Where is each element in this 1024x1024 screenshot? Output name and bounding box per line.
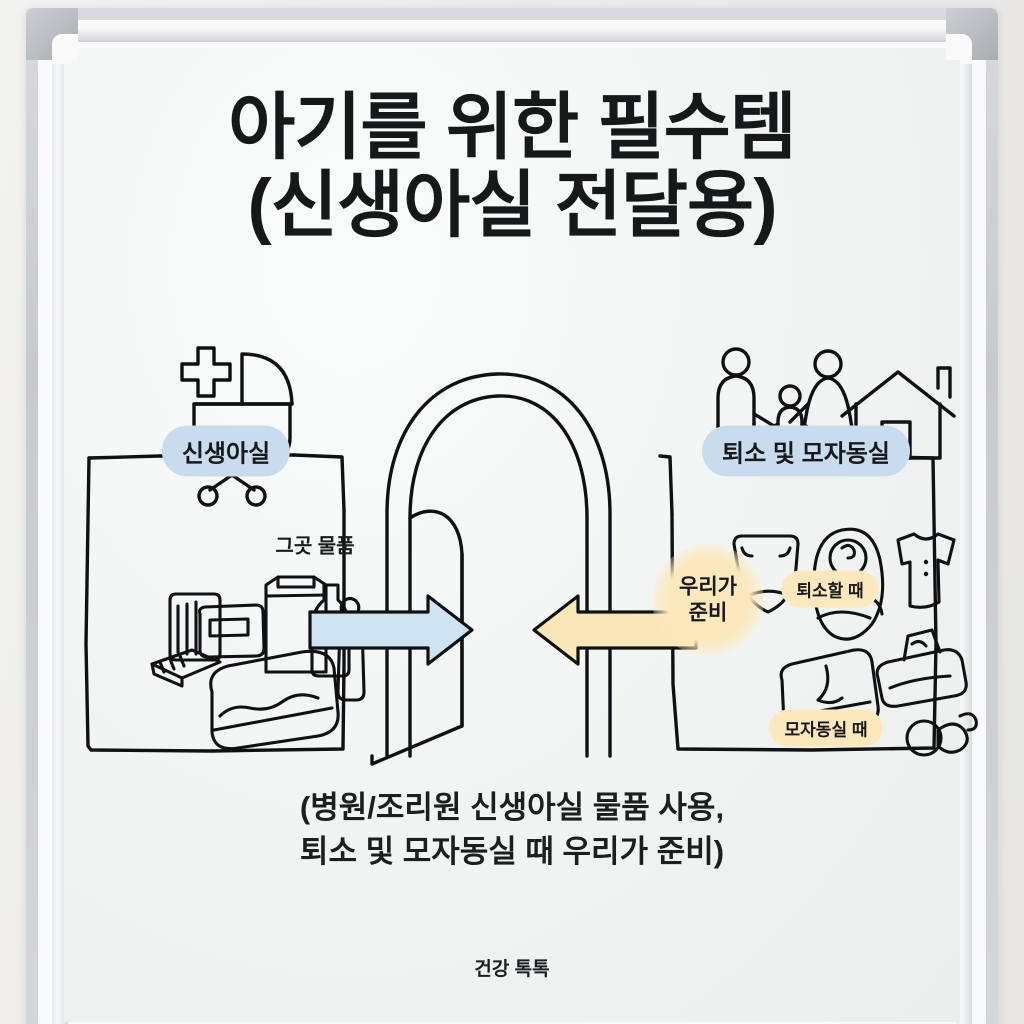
left-panel-badge[interactable]: 신생아실 (161, 425, 291, 477)
group-rooming-badge[interactable]: 모자동실 때 (769, 709, 883, 747)
title-line-1: 아기를 위한 필수템 (228, 87, 797, 168)
footer-brand: 건강 톡톡 (474, 959, 550, 980)
title-line-2: (신생아실 전달용) (247, 165, 777, 247)
caption-line-2: 퇴소 및 모자동실 때 우리가 준비) (299, 834, 725, 870)
prepare-label: 우리가 준비 (679, 574, 737, 625)
right-panel-badge[interactable]: 퇴소 및 모자동실 (702, 425, 910, 477)
whiteboard-corner-top-right (946, 8, 998, 60)
prepare-label-line-1: 우리가 (679, 575, 737, 599)
prepare-label-blob (652, 544, 764, 656)
caption-line-1: (병원/조리원 신생아실 물품 사용, (299, 790, 725, 825)
there-items-label: 그곳 물품 (275, 535, 355, 558)
group-leave-badge[interactable]: 퇴소할 때 (781, 570, 879, 608)
whiteboard-right-edge (956, 64, 972, 1024)
whiteboard-surface (64, 48, 960, 1022)
whiteboard-top-rail (66, 30, 958, 42)
left-items-illustration (150, 575, 366, 751)
poster-content: 아기를 위한 필수템 (신생아실 전달용) (42, 44, 982, 1014)
left-panel-bracket (84, 453, 346, 753)
doorway-arch (370, 372, 612, 766)
flow-arrow-right (308, 594, 474, 666)
caption: (병원/조리원 신생아실 물품 사용, 퇴소 및 모자동실 때 우리가 준비) (42, 786, 982, 874)
page-title: 아기를 위한 필수템 (신생아실 전달용) (42, 87, 982, 247)
prepare-label-line-2: 준비 (688, 601, 728, 624)
whiteboard-frame (26, 8, 998, 1024)
whiteboard-corner-top-left (26, 8, 78, 60)
